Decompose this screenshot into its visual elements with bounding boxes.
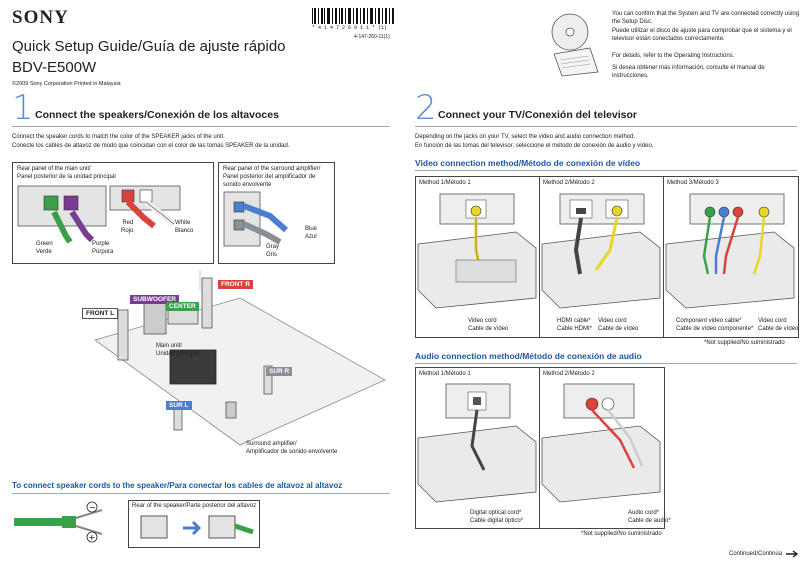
step2-rule — [415, 126, 797, 127]
audio-heading: Audio connection method/Método de conexi… — [415, 351, 642, 361]
details-note-es: Si desea obtener más información, consul… — [612, 65, 765, 79]
setup-disc-note-es: Puede utilizar el disco de ajuste para c… — [612, 28, 792, 42]
audio-rule — [415, 363, 797, 364]
audio-not-supplied-note: *Not supplied/No suministrado — [581, 531, 662, 537]
video-method-1-illustration — [417, 193, 537, 309]
video-method-2-cable2: Video cord Cable de vídeo — [598, 318, 639, 332]
setup-disc-icon — [551, 13, 599, 77]
video-method-2-label: Method 2/Método 2 — [543, 180, 595, 186]
rear-speaker-label: Rear of the speaker/Parte posterior del … — [132, 503, 257, 509]
audio-method-1-illustration — [417, 383, 537, 503]
svg-text:+: + — [89, 533, 96, 542]
video-method-1-label: Method 1/Método 1 — [419, 180, 471, 186]
blue-label: Blue Azul — [305, 226, 318, 240]
barcode — [312, 8, 394, 24]
continued-arrow-icon — [786, 550, 799, 558]
tag-front-r: FRONT R — [218, 280, 253, 289]
step2-heading: Connect your TV/Conexión del televisor — [438, 109, 637, 121]
step2-text-en: Depending on the jacks on your TV, selec… — [415, 134, 636, 140]
audio-method-1-cable: Digital optical cord* Cable digital ópti… — [470, 510, 524, 524]
svg-text:−: − — [89, 503, 96, 512]
audio-method-2-cable: Audio cord* Cable de audio* — [628, 510, 671, 524]
part-number: 4-147-260-11(1) — [354, 34, 390, 40]
video-method-3-cable: Component video cable* Cable de vídeo co… — [676, 318, 754, 332]
audio-method-2-illustration — [541, 383, 661, 503]
brand-logo: SONY — [12, 7, 69, 28]
surround-amp-label: Surround amplifier/ Amplificador de soni… — [246, 441, 338, 455]
gray-label: Gray Gris — [266, 244, 280, 258]
barcode-text: * 4 1 4 7 2 6 0 1 1 * (1) — [312, 25, 388, 31]
cords-heading: To connect speaker cords to the speaker/… — [12, 481, 343, 490]
surround-amp-rear-panel — [218, 162, 335, 264]
video-not-supplied-note: *Not supplied/No suministrado — [704, 340, 785, 346]
continued-label: Continued/Continúa — [729, 551, 783, 557]
tag-center: CENTER — [166, 302, 199, 311]
step1-number: 1 — [12, 88, 34, 128]
cords-rule — [12, 493, 390, 494]
speaker-terminal-illustration — [140, 515, 254, 539]
step1-rule — [12, 126, 390, 127]
video-method-2-cable: HDMI cable* Cable HDMI* — [557, 318, 593, 332]
surround-jacks-illustration — [223, 191, 288, 247]
tag-front-l: FRONT L — [82, 308, 119, 319]
tag-sur-r: SUR R — [266, 367, 293, 376]
step1-text-es: Conecte los cables de altavoz de modo qu… — [12, 143, 290, 149]
copyright: ©2009 Sony Corporation Printed in Malays… — [12, 81, 121, 87]
audio-method-2-label: Method 2/Método 2 — [543, 371, 595, 377]
video-method-2-illustration — [541, 193, 661, 309]
video-rule — [415, 170, 797, 171]
details-note-en: For details, refer to the Operating Inst… — [612, 53, 735, 59]
tag-subwoofer: SUBWOOFER — [130, 295, 179, 304]
video-heading: Video connection method/Método de conexi… — [415, 158, 641, 168]
tag-sur-l: SUR L — [166, 401, 192, 410]
main-unit-jacks-illustration — [17, 185, 181, 244]
video-method-1-cable: Video cord Cable de vídeo — [468, 318, 509, 332]
step1-heading: Connect the speakers/Conexión de los alt… — [35, 109, 279, 121]
step2-number: 2 — [415, 88, 437, 128]
step2-text-es: En función de las tomas del televisor, s… — [415, 143, 654, 149]
surround-panel-label: Rear panel of the surround amplifier/ Pa… — [223, 166, 321, 188]
speaker-cord-illustration: − + — [14, 501, 103, 543]
main-unit-label: Main unit/ Unidad principal — [156, 343, 200, 357]
main-panel-label: Rear panel of the main unit/ Panel poste… — [17, 166, 116, 180]
audio-method-1-label: Method 1/Método 1 — [419, 371, 471, 377]
purple-label: Purple Púrpura — [92, 241, 114, 255]
model-name: BDV-E500W — [12, 59, 97, 76]
video-method-3-illustration — [665, 193, 795, 309]
red-label: Red Rojo — [121, 220, 134, 234]
green-label: Green Verde — [36, 241, 53, 255]
video-method-3-label: Method 3/Método 3 — [667, 180, 719, 186]
step1-text-en: Connect the speaker cords to match the c… — [12, 134, 225, 140]
white-label: White Blanco — [175, 220, 194, 234]
video-method-3-cable2: Video cord Cable de vídeo — [758, 318, 799, 332]
setup-disc-note-en: You can confirm that the System and TV a… — [612, 11, 800, 25]
document-title: Quick Setup Guide/Guía de ajuste rápido — [12, 38, 286, 55]
